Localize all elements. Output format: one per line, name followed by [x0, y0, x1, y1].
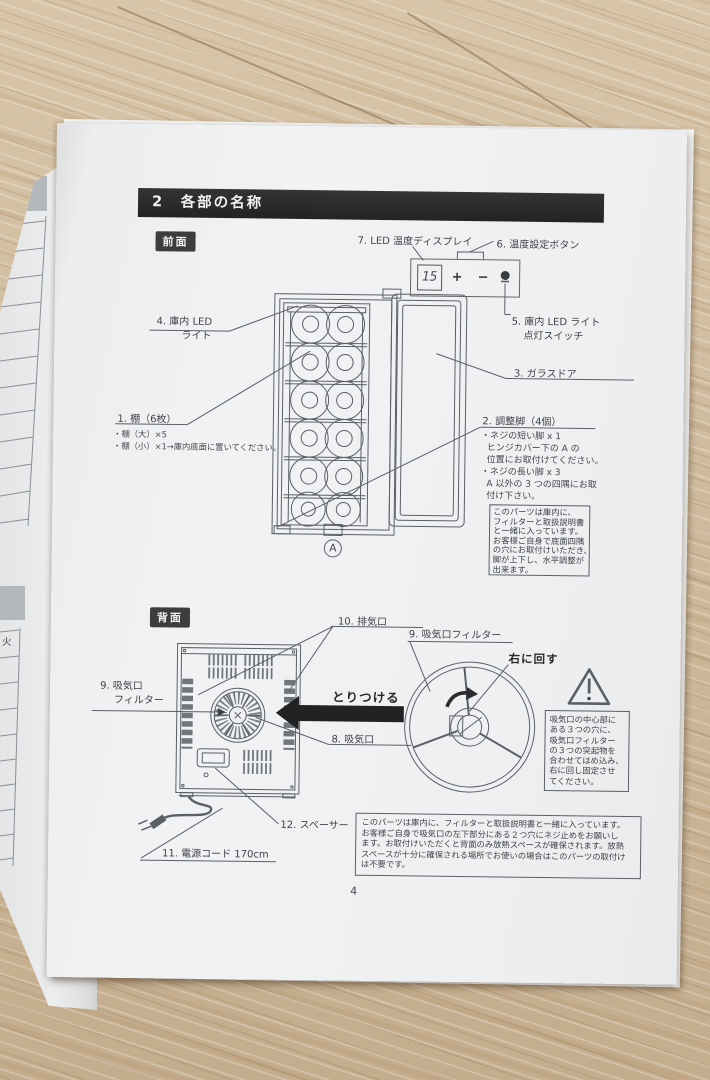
label-led-switch-2: 点灯スイッチ: [523, 330, 584, 343]
small-arrowhead: [217, 708, 226, 717]
diagram-line-art: [91, 240, 634, 863]
wood-seam: [406, 12, 612, 141]
shelf-note-1: ・棚（大）×5: [113, 428, 167, 440]
adjustable-foot: [323, 523, 343, 537]
lightbulb-icon: [500, 270, 510, 283]
glass-door-diagram: [382, 288, 468, 528]
label-exhaust: 10. 排気口: [337, 616, 388, 629]
back-panel-diagram: [138, 643, 302, 831]
label-interior-led: 4. 庫内 LED: [156, 316, 213, 328]
label-temp-button: 6. 温度設定ボタン: [496, 239, 580, 252]
warning-triangle-icon: [567, 668, 611, 706]
manual-page: 2 各部の名称 前面 7. LED 温度ディスプレイ 6. 温度設定ボタン 15…: [46, 123, 687, 985]
attach-arrow: [275, 695, 404, 730]
turn-right-arrow: [445, 687, 479, 708]
back-badge: 背面: [149, 607, 191, 628]
label-power-cord: 11. 電源コード 170cm: [162, 848, 269, 861]
a-mark: A: [329, 542, 337, 555]
label-shelf: 1. 棚（6枚）: [117, 413, 177, 426]
label-turn-right: 右に回す: [508, 651, 559, 667]
front-note-box: このパーツは庫内に、 フィルターと取扱説明書 と一緒に入っています。 お客様ご自…: [488, 504, 592, 577]
label-spacer: 12. スペーサー: [280, 819, 349, 832]
section-title: 2 各部の名称: [151, 194, 264, 212]
temperature-display: 15: [416, 264, 443, 291]
front-cabinet-diagram: [271, 293, 398, 558]
temp-minus-button: −: [477, 270, 489, 286]
underlying-gray-header: [0, 176, 47, 211]
underlying-gray-header: [0, 586, 25, 620]
power-cord: [138, 795, 213, 831]
spacer-plate: [196, 748, 230, 768]
label-intake-filter-2: フィルター: [113, 694, 164, 707]
underlying-table-cell: 火: [2, 637, 12, 648]
hinge-cover: [382, 288, 402, 299]
label-feet: 2. 調整脚（4個）: [482, 416, 562, 429]
temp-plus-button: +: [451, 269, 463, 285]
front-leader-lines: [115, 240, 634, 528]
adjustable-foot: [273, 525, 291, 535]
label-glass-door: 3. ガラスドア: [513, 368, 577, 381]
vents-bottom: [243, 749, 274, 775]
label-intake-filter-right: 9. 吸気口フィルター: [408, 629, 502, 642]
back-leader-lines: [91, 625, 513, 863]
a-mark-circle: [323, 539, 342, 558]
shelves: [283, 342, 368, 500]
front-badge: 前面: [155, 231, 196, 252]
label-attach: とりつける: [331, 689, 400, 706]
section-title-bar: 2 各部の名称: [137, 187, 605, 223]
fan: [210, 687, 266, 743]
label-intake: 8. 吸気口: [331, 734, 375, 746]
screw-hole: [203, 772, 209, 778]
page-number: 4: [350, 884, 358, 898]
wine-bottles: [289, 304, 366, 528]
label-interior-led-2: ライト: [181, 330, 212, 342]
filter-note-box: 吸気口の中心部に ある３つの穴に、 吸気口フィルター の３つの突起物を 合わせて…: [543, 710, 630, 793]
spacer-note-box: このパーツは庫内に、フィルターと取扱説明書と一緒に入っています。 お客様ご自身で…: [354, 812, 642, 880]
feet-notes: ・ネジの短い脚 x 1 ヒンジカバー下の A の 位置にお取付けてください。 ・…: [480, 431, 604, 502]
shelf-note-2: ・棚（小）×1→庫内底面に置いてください。: [113, 440, 282, 453]
filter-wheel-diagram: [404, 661, 536, 793]
label-intake-filter: 9. 吸気口: [100, 680, 143, 693]
label-led-display: 7. LED 温度ディスプレイ: [357, 235, 473, 249]
exhaust-vents-top: [208, 654, 275, 680]
